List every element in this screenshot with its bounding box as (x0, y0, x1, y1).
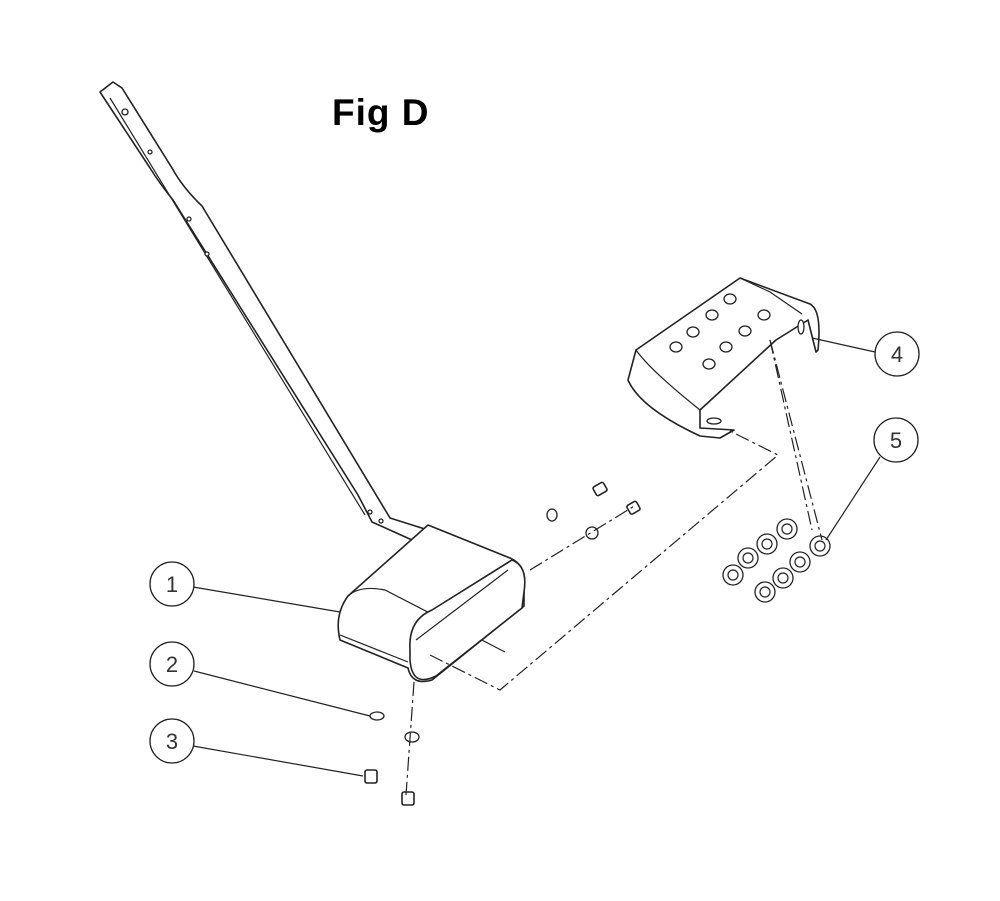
foot-plate (627, 277, 820, 439)
assembly-lines (405, 339, 823, 796)
callout-2: 2 (149, 641, 195, 687)
hardware (364, 481, 641, 806)
callout-3: 3 (149, 718, 195, 764)
callout-4: 4 (874, 331, 920, 377)
callout-4-label: 4 (891, 342, 903, 367)
rubber-bumpers (722, 518, 831, 603)
callout-3-label: 3 (166, 729, 178, 754)
callout-1: 1 (149, 561, 195, 607)
callout-5-label: 5 (890, 428, 902, 453)
figure-title: Fig D (332, 92, 430, 133)
callout-1-label: 1 (166, 572, 178, 597)
callout-5: 5 (873, 417, 919, 463)
callout-2-label: 2 (166, 652, 178, 677)
pedal-arm (99, 81, 429, 541)
pedal-block (337, 524, 526, 683)
callout-leaders (192, 337, 881, 777)
